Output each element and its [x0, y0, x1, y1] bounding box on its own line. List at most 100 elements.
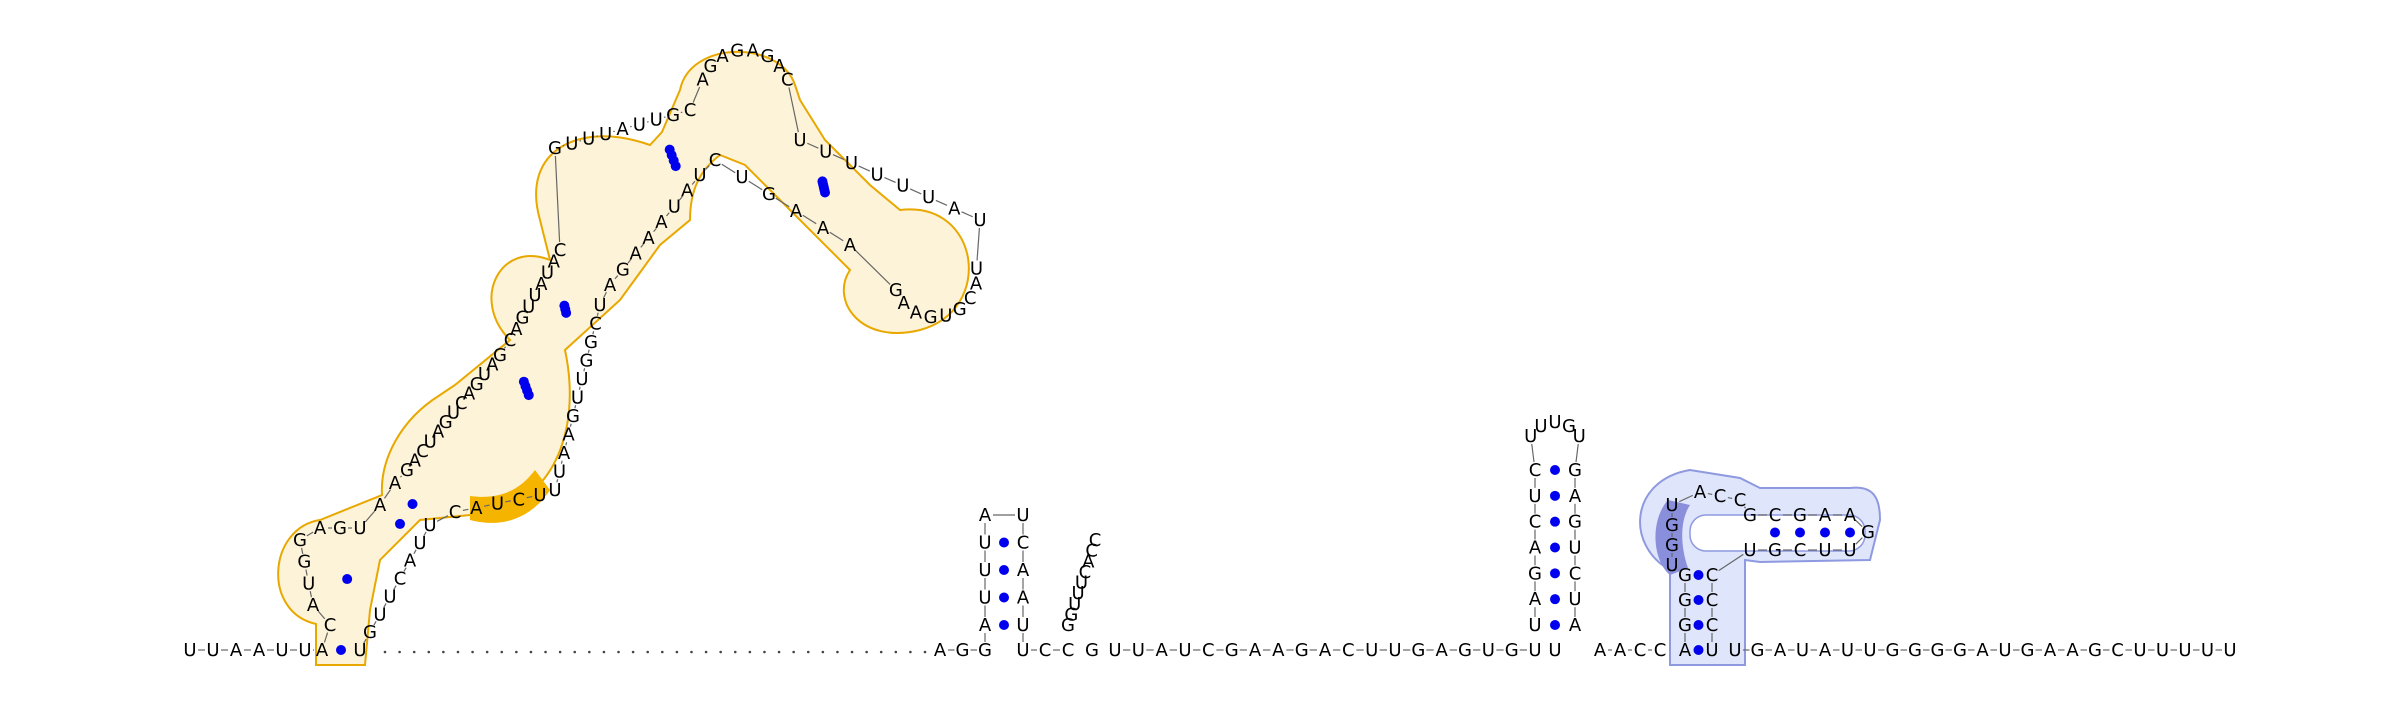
nucleotide-C: C	[781, 70, 794, 91]
nucleotide-A: A	[1844, 505, 1857, 526]
nucleotide-U: U	[871, 164, 884, 185]
backbone-link	[976, 227, 981, 261]
nucleotide-U: U	[896, 176, 909, 197]
nucleotide-G: G	[493, 345, 507, 366]
nucleotide-U: U	[413, 533, 426, 554]
base-pair-dot	[999, 565, 1009, 575]
nucleotide-U: U	[491, 494, 504, 515]
nucleotide-A: A	[1819, 640, 1832, 661]
nucleotide-U: U	[2156, 640, 2169, 661]
nucleotide-U: U	[1796, 640, 1809, 661]
linker-dot	[485, 650, 489, 654]
nucleotide-U: U	[1016, 640, 1029, 661]
nucleotide-U: U	[1075, 573, 1088, 594]
linker-dot	[515, 650, 518, 654]
base-pair-dot	[1693, 570, 1704, 580]
nucleotide-C: C	[1769, 505, 1782, 526]
base-pair-dot	[1550, 594, 1560, 605]
nucleotide-U: U	[1818, 540, 1831, 561]
nucleotide-G: G	[548, 138, 562, 159]
nucleotide-G: G	[363, 622, 377, 643]
nucleotide-U: U	[978, 533, 991, 554]
nucleotide-C: C	[684, 100, 697, 121]
backbone-link	[596, 312, 599, 316]
linker-dot	[836, 650, 839, 654]
backbone-link	[383, 603, 387, 608]
nucleotide-A: A	[409, 450, 422, 471]
nucleotide-C: C	[394, 569, 407, 590]
nucleotide-U: U	[1843, 540, 1856, 561]
nucleotide-U: U	[1665, 495, 1678, 516]
backbone-links	[198, 86, 2222, 654]
linker-dot	[456, 650, 460, 654]
nucleotide-G: G	[978, 640, 992, 661]
backbone-link	[309, 591, 313, 598]
linker-dot	[398, 650, 401, 654]
backbone-link	[705, 165, 710, 170]
nucleotide-C: C	[1706, 615, 1719, 636]
nucleotide-A: A	[910, 302, 923, 323]
structure-highlight-outline	[277, 50, 970, 666]
nucleotide-C: C	[1794, 540, 1807, 561]
linker-dot	[471, 650, 474, 654]
backbone-link	[832, 154, 845, 161]
nucleotide-U: U	[819, 141, 832, 162]
nucleotide-G: G	[1085, 640, 1099, 661]
backbone-link	[300, 547, 304, 554]
nucleotide-U: U	[298, 640, 311, 661]
nucleotide-C: C	[1529, 460, 1542, 481]
nucleotide-A: A	[1272, 640, 1285, 661]
nucleotide-A: A	[844, 235, 857, 256]
nucleotide-A: A	[747, 41, 760, 62]
nucleotide-U: U	[793, 130, 806, 151]
backbone-link	[503, 346, 507, 349]
nucleotide-U: U	[373, 604, 386, 625]
nucleotide-U: U	[1841, 640, 1854, 661]
nucleotide-C: C	[1079, 562, 1092, 583]
linker-dot	[573, 650, 577, 654]
nucleotide-A: A	[1594, 640, 1607, 661]
nucleotide-C: C	[449, 502, 462, 523]
nucleotide-U: U	[1388, 640, 1401, 661]
nucleotide-A: A	[979, 615, 992, 636]
nucleotide-U: U	[1068, 594, 1081, 615]
nucleotide-G: G	[1411, 640, 1425, 661]
nucleotide-A: A	[510, 319, 523, 340]
nucleotide-C: C	[589, 314, 602, 335]
linker-dot	[923, 650, 927, 654]
nucleotide-G: G	[1562, 416, 1576, 437]
nucleotide-C: C	[455, 393, 468, 414]
nucleotide-A: A	[1976, 640, 1989, 661]
backbone-link	[317, 610, 326, 620]
base-pair-dot	[523, 390, 534, 401]
base-pair-dot	[817, 176, 828, 187]
nucleotide-A: A	[486, 355, 499, 376]
nucleotide-C: C	[964, 288, 977, 309]
nucleotide-G: G	[730, 41, 744, 62]
backbone-link	[363, 638, 367, 644]
nucleotide-A: A	[1017, 560, 1030, 581]
nucleotide-A: A	[470, 498, 483, 519]
nucleotide-C: C	[1734, 490, 1747, 511]
nucleotide-U: U	[582, 129, 595, 150]
nucleotide-A: A	[934, 640, 947, 661]
linker-dot	[383, 650, 387, 654]
nucleotide-U: U	[1108, 640, 1121, 661]
nucleotide-A: A	[630, 244, 643, 265]
nucleotide-U: U	[633, 114, 646, 135]
nucleotide-U: U	[1548, 640, 1561, 661]
linker-dot	[442, 650, 445, 654]
linker-dot	[588, 650, 591, 654]
linker-dot	[821, 650, 825, 654]
nucleotide-A: A	[1679, 640, 1692, 661]
backbone-link	[627, 259, 632, 264]
backbone-link	[858, 165, 871, 172]
base-pairs	[336, 144, 1855, 655]
nucleotide-G: G	[1064, 604, 1078, 625]
nucleotide-G: G	[1908, 640, 1922, 661]
nucleotide-U: U	[668, 196, 681, 217]
backbone-link	[583, 368, 586, 372]
nucleotide-U: U	[1072, 583, 1085, 604]
nucleotide-G: G	[1743, 505, 1757, 526]
